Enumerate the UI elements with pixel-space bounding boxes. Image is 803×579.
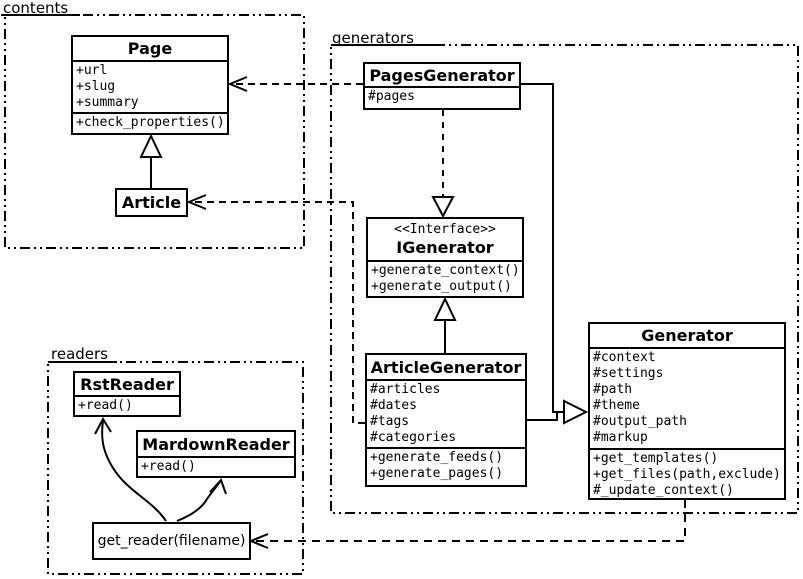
- method: +read(): [78, 398, 133, 413]
- class-pagesgenerator-title: PagesGenerator: [365, 64, 519, 88]
- attribute: #context: [593, 350, 656, 365]
- method: +get_templates(): [593, 451, 719, 466]
- class-page-title: Page: [73, 37, 227, 62]
- class-articlegenerator-attributes: #articles #dates #tags #categories: [367, 381, 525, 449]
- generator-triangle-icon: [563, 399, 589, 425]
- class-pagesgenerator-attributes: #pages: [365, 88, 519, 108]
- class-articlegenerator: ArticleGenerator #articles #dates #tags …: [365, 353, 527, 487]
- generator-to-getreader-line: [253, 500, 686, 542]
- package-contents-border: [4, 14, 305, 249]
- attribute: #articles: [370, 382, 441, 397]
- method: +generate_context(): [371, 263, 520, 278]
- method: +generate_pages(): [370, 466, 504, 481]
- class-igenerator-title: IGenerator: [396, 238, 494, 257]
- interface-stereotype: <<Interface>>: [394, 222, 496, 237]
- article-arrowhead-icon: [186, 194, 207, 210]
- method: +check_properties(): [76, 115, 225, 130]
- article-to-page-triangle-icon: [139, 133, 163, 158]
- class-generator: Generator #context #settings #path #them…: [588, 322, 786, 500]
- class-rstreader: RstReader +read(): [73, 371, 181, 417]
- class-rstreader-title: RstReader: [75, 373, 179, 397]
- attribute: +url: [76, 63, 108, 78]
- class-articlegenerator-title: ArticleGenerator: [367, 355, 525, 381]
- attribute: +summary: [76, 95, 139, 110]
- page-arrowhead-icon: [227, 76, 248, 92]
- attribute: #theme: [593, 398, 640, 413]
- class-generator-methods: +get_templates() +get_files(path,exclude…: [590, 450, 784, 498]
- mardownreader-arrowhead-icon: [209, 478, 227, 495]
- class-mardownreader-title: MardownReader: [138, 432, 294, 458]
- class-article-title: Article: [121, 193, 182, 212]
- pagesgenerator-to-igenerator-triangle-icon: [431, 196, 455, 219]
- articlegenerator-to-generator-line: [526, 412, 558, 421]
- method: +read(): [141, 459, 196, 474]
- class-igenerator-header: <<Interface>> IGenerator: [368, 219, 522, 262]
- class-rstreader-methods: +read(): [75, 397, 179, 415]
- package-label-generators: generators: [332, 29, 414, 47]
- attribute: #path: [593, 382, 633, 397]
- attribute: #dates: [370, 398, 417, 413]
- attribute: #pages: [368, 89, 415, 104]
- class-igenerator: <<Interface>> IGenerator +generate_conte…: [366, 217, 524, 298]
- pagesgenerator-to-generator-line: [520, 83, 564, 413]
- class-page: Page +url +slug +summary +check_properti…: [71, 35, 229, 135]
- getreader-arrowhead-icon: [248, 533, 269, 549]
- attribute: #output_path: [593, 414, 687, 429]
- package-label-contents: contents: [3, 0, 69, 17]
- class-article: Article: [115, 188, 188, 217]
- rstreader-arrowhead-icon: [94, 416, 112, 435]
- class-igenerator-methods: +generate_context() +generate_output(): [368, 262, 522, 296]
- class-mardownreader: MardownReader +read(): [136, 430, 296, 478]
- attribute: #markup: [593, 430, 648, 445]
- getreader-to-mardownreader-curve: [176, 481, 221, 522]
- articlegenerator-to-article-line: [191, 201, 365, 424]
- class-page-attributes: +url +slug +summary: [73, 62, 227, 114]
- node-get-reader: get_reader(filename): [92, 522, 251, 560]
- class-mardownreader-methods: +read(): [138, 458, 294, 476]
- method: +get_files(path,exclude): [593, 467, 781, 482]
- attribute: #categories: [370, 430, 457, 445]
- package-readers-border: [47, 361, 304, 575]
- method: +generate_feeds(): [370, 450, 504, 465]
- method: +generate_output(): [371, 279, 512, 294]
- attribute: #tags: [370, 414, 410, 429]
- class-pagesgenerator: PagesGenerator #pages: [363, 62, 521, 110]
- class-generator-attributes: #context #settings #path #theme #output_…: [590, 349, 784, 450]
- class-generator-title: Generator: [590, 324, 784, 349]
- getreader-to-rstreader-curve: [101, 420, 167, 522]
- package-label-readers: readers: [51, 345, 108, 363]
- attribute: +slug: [76, 79, 116, 94]
- class-articlegenerator-methods: +generate_feeds() +generate_pages(): [367, 449, 525, 485]
- class-page-methods: +check_properties(): [73, 114, 227, 133]
- method: #_update_context(): [593, 483, 734, 498]
- attribute: #settings: [593, 366, 664, 381]
- articlegenerator-to-igenerator-triangle-icon: [433, 296, 457, 321]
